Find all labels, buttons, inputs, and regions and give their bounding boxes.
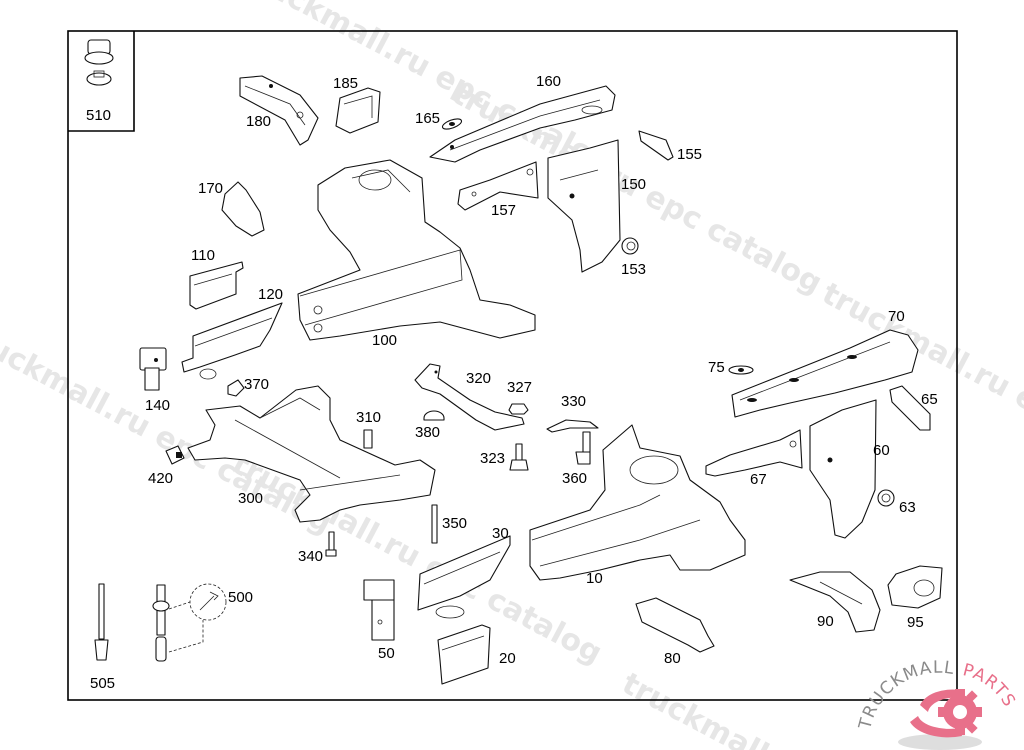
callout-327[interactable]: 327	[507, 379, 532, 396]
callout-505[interactable]: 505	[90, 675, 115, 692]
part-420-block[interactable]	[165, 445, 185, 465]
callout-500[interactable]: 500	[228, 589, 253, 606]
part-140-mount[interactable]	[139, 347, 167, 391]
brand-logo: TRUCKMALL PARTS	[855, 658, 1018, 750]
callout-90[interactable]: 90	[817, 613, 834, 630]
callout-360[interactable]: 360	[562, 470, 587, 487]
callout-100[interactable]: 100	[372, 332, 397, 349]
part-160-rail[interactable]	[429, 85, 616, 163]
callout-185[interactable]: 185	[333, 75, 358, 92]
part-70-rail[interactable]	[731, 329, 919, 418]
callout-165[interactable]: 165	[415, 110, 440, 127]
callout-180[interactable]: 180	[246, 113, 271, 130]
callout-157[interactable]: 157	[491, 202, 516, 219]
callout-75[interactable]: 75	[708, 359, 725, 376]
part-153-bushing[interactable]	[621, 237, 639, 255]
part-330-bracket[interactable]	[546, 419, 599, 433]
part-180-bracket[interactable]	[239, 75, 319, 146]
diagram-frame	[67, 30, 958, 701]
part-327-nut[interactable]	[508, 403, 529, 415]
part-50-mount[interactable]	[363, 579, 395, 641]
callout-30[interactable]: 30	[492, 525, 509, 542]
callout-20[interactable]: 20	[499, 650, 516, 667]
part-155-plate[interactable]	[638, 130, 674, 161]
part-320-crossmember[interactable]	[414, 363, 525, 431]
part-170-bracket[interactable]	[221, 181, 265, 237]
part-95-bracket[interactable]	[887, 565, 943, 609]
part-65-plate[interactable]	[889, 385, 931, 431]
callout-70[interactable]: 70	[888, 308, 905, 325]
part-63-bushing[interactable]	[877, 489, 895, 507]
part-510-nut[interactable]	[84, 39, 114, 86]
callout-340[interactable]: 340	[298, 548, 323, 565]
part-185-bracket[interactable]	[335, 87, 381, 134]
callout-10[interactable]: 10	[586, 570, 603, 587]
callout-330[interactable]: 330	[561, 393, 586, 410]
part-100-longitudinal-member[interactable]	[297, 159, 536, 341]
watermark-text: truckmall.ru epc catalog	[236, 0, 617, 181]
part-380-cap[interactable]	[423, 410, 445, 421]
callout-140[interactable]: 140	[145, 397, 170, 414]
callout-layer: 510 185 180 160 165 155 150 157 153 170 …	[86, 73, 938, 692]
part-350-bolt[interactable]	[431, 504, 438, 544]
callout-300[interactable]: 300	[238, 490, 263, 507]
callout-150[interactable]: 150	[621, 176, 646, 193]
callout-310[interactable]: 310	[356, 409, 381, 426]
callout-60[interactable]: 60	[873, 442, 890, 459]
part-157-panel[interactable]	[457, 161, 539, 211]
watermark-text: truckmall.ru	[616, 666, 816, 750]
part-90-bracket[interactable]	[789, 571, 881, 633]
callout-380[interactable]: 380	[415, 424, 440, 441]
part-60-panel[interactable]	[809, 399, 877, 539]
part-67-panel[interactable]	[705, 429, 803, 477]
part-30-plate[interactable]	[417, 535, 511, 619]
callout-120[interactable]: 120	[258, 286, 283, 303]
callout-67[interactable]: 67	[750, 471, 767, 488]
part-80-bracket[interactable]	[635, 597, 715, 653]
part-310-sleeve[interactable]	[363, 429, 373, 449]
callout-63[interactable]: 63	[899, 499, 916, 516]
inset-box	[68, 31, 135, 132]
part-120-plate[interactable]	[181, 302, 283, 380]
part-10-longitudinal-member[interactable]	[529, 424, 746, 581]
callout-153[interactable]: 153	[621, 261, 646, 278]
callout-65[interactable]: 65	[921, 391, 938, 408]
part-75-grommet[interactable]	[728, 365, 754, 375]
part-150-panel[interactable]	[547, 139, 621, 273]
part-370-clip[interactable]	[227, 379, 245, 397]
callout-420[interactable]: 420	[148, 470, 173, 487]
gear-logo-icon	[898, 689, 982, 750]
callout-370[interactable]: 370	[244, 376, 269, 393]
callout-320[interactable]: 320	[466, 370, 491, 387]
callout-323[interactable]: 323	[480, 450, 505, 467]
callout-170[interactable]: 170	[198, 180, 223, 197]
callout-160[interactable]: 160	[536, 73, 561, 90]
callout-155[interactable]: 155	[677, 146, 702, 163]
callout-510[interactable]: 510	[86, 107, 111, 124]
part-300-subframe[interactable]	[187, 385, 436, 523]
part-323-bolt[interactable]	[509, 443, 529, 471]
callout-50[interactable]: 50	[378, 645, 395, 662]
callout-95[interactable]: 95	[907, 614, 924, 631]
callout-110[interactable]: 110	[191, 247, 215, 264]
part-20-bracket[interactable]	[437, 624, 491, 685]
part-340-bolt[interactable]	[325, 531, 337, 557]
callout-350[interactable]: 350	[442, 515, 467, 532]
part-165-grommet[interactable]	[441, 117, 463, 131]
part-505-bolt[interactable]	[94, 583, 109, 661]
part-360-bolt[interactable]	[575, 431, 591, 465]
part-110-plate[interactable]	[189, 261, 244, 310]
callout-80[interactable]: 80	[664, 650, 681, 667]
wrench-icon	[199, 591, 219, 611]
part-500-fastener-set[interactable]	[152, 583, 227, 662]
